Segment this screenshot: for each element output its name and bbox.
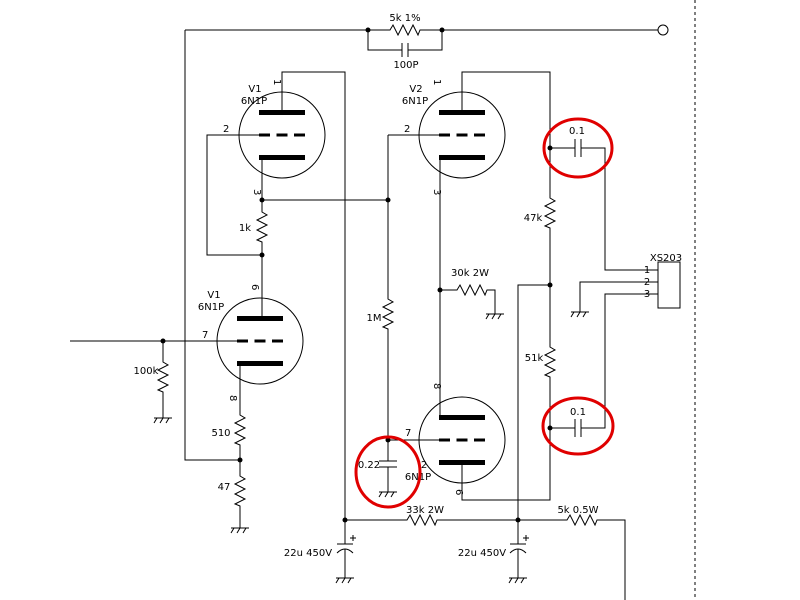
- wire: [281, 71, 346, 520]
- labels: 5k 1% 100P V1 6N1P 1 2 3 1k V1 6N1P 6 7 …: [134, 13, 683, 559]
- tube-ref-label: V1: [207, 290, 220, 301]
- pin-label: 8: [227, 395, 238, 401]
- resistor-icon: [544, 344, 556, 380]
- capacitor-label: 0.22: [358, 460, 380, 471]
- resistor-label: 30k 2W: [451, 268, 489, 279]
- pin-label: 1: [271, 79, 282, 85]
- resistor-icon: [234, 412, 246, 448]
- connector-pin-label: 3: [644, 289, 650, 300]
- tube-type-label: 6N1P: [198, 302, 224, 313]
- highlight-circle: [541, 396, 615, 456]
- resistor-label: 5k 0.5W: [557, 505, 598, 516]
- ground-icon: [153, 417, 173, 424]
- wire: [184, 30, 240, 461]
- supply-wire: [599, 519, 626, 600]
- wire: [581, 293, 658, 429]
- tube-type-label: 6N1P: [241, 96, 267, 107]
- resistor-label: 1k: [239, 223, 251, 234]
- junction-dot: [547, 282, 553, 288]
- resistor-icon: [157, 359, 169, 395]
- capacitor-icon: [574, 139, 582, 157]
- pin-label: 1: [431, 79, 442, 85]
- electrolytic-capacitor-icon: [509, 535, 529, 554]
- connector-pin-label: 2: [644, 277, 650, 288]
- ground-icon: [230, 527, 250, 534]
- highlight-circle: [354, 435, 422, 509]
- terminal-icon: [657, 24, 669, 36]
- junction-dot: [342, 517, 348, 523]
- electrolytic-capacitor-icon: [336, 535, 356, 554]
- capacitor-label: 0.1: [569, 126, 585, 137]
- resistor-icon: [454, 284, 490, 296]
- capacitor-label: 22u 450V: [458, 548, 506, 559]
- wire: [489, 289, 496, 314]
- junction-dot: [385, 437, 391, 443]
- pin-label: 7: [405, 428, 411, 439]
- connector-body: [657, 261, 681, 309]
- tube-type-label: 6N1P: [402, 96, 428, 107]
- junction-dot: [365, 27, 371, 33]
- pin-label: 2: [404, 124, 410, 135]
- junction-dot: [547, 145, 553, 151]
- capacitor-icon: [401, 43, 409, 57]
- ground-icon: [508, 577, 528, 584]
- resistor-icon: [387, 24, 423, 36]
- wire: [461, 71, 551, 196]
- tube-ref-label: V1: [248, 84, 261, 95]
- resistor-label: 47k: [524, 213, 543, 224]
- capacitor-label: 22u 450V: [284, 548, 332, 559]
- resistor-label: 47: [218, 482, 231, 493]
- resistor-icon: [544, 195, 556, 231]
- junction-dot: [259, 197, 265, 203]
- wire: [206, 134, 262, 256]
- junction-dot: [515, 517, 521, 523]
- resistor-icon: [234, 473, 246, 509]
- connector-ref-label: XS203: [650, 253, 682, 264]
- pin-label: 8: [431, 383, 442, 389]
- capacitor-icon: [574, 419, 582, 437]
- resistor-label: 1M: [367, 313, 382, 324]
- ground-icon: [485, 313, 505, 320]
- resistor-label: 51k: [525, 353, 544, 364]
- resistor-icon: [382, 296, 394, 332]
- junction-dot: [259, 252, 265, 258]
- wire: [581, 147, 658, 271]
- pin-label: 2: [223, 124, 229, 135]
- feedback-capacitor-label: 100P: [393, 60, 418, 71]
- junction-dot: [237, 457, 243, 463]
- connector-pin-label: 1: [644, 265, 650, 276]
- ground-icon: [570, 311, 590, 318]
- ground-icon: [378, 491, 398, 498]
- resistor-icon: [256, 209, 268, 245]
- capacitor-label: 0.1: [570, 407, 586, 418]
- wire: [367, 30, 402, 51]
- tube-ref-label: V2: [409, 84, 422, 95]
- resistor-label: 510: [211, 428, 230, 439]
- wire: [517, 284, 550, 544]
- ground-icon: [335, 577, 355, 584]
- capacitor-icon: [379, 460, 397, 468]
- wire: [408, 30, 443, 51]
- junction-dot: [547, 425, 553, 431]
- resistor-label: 33k 2W: [406, 505, 444, 516]
- tube-type-label: 6N1P: [405, 472, 431, 483]
- junction-dot: [385, 197, 391, 203]
- pin-label: 6: [249, 284, 260, 290]
- feedback-resistor-label: 5k 1%: [389, 13, 420, 24]
- junctions: [160, 27, 553, 523]
- resistor-icon: [404, 514, 440, 526]
- junction-dot: [439, 27, 445, 33]
- resistor-label: 100k: [134, 366, 159, 377]
- junction-dot: [160, 338, 166, 344]
- pin-label: 3: [251, 189, 262, 195]
- highlight-circle: [542, 117, 614, 179]
- resistor-icon: [564, 514, 600, 526]
- pin-label: 7: [202, 330, 208, 341]
- wire: [579, 281, 658, 312]
- pin-label: 3: [431, 189, 442, 195]
- pin-label: 6: [453, 489, 464, 495]
- junction-dot: [437, 287, 443, 293]
- tube-ref-label: 2: [421, 460, 427, 471]
